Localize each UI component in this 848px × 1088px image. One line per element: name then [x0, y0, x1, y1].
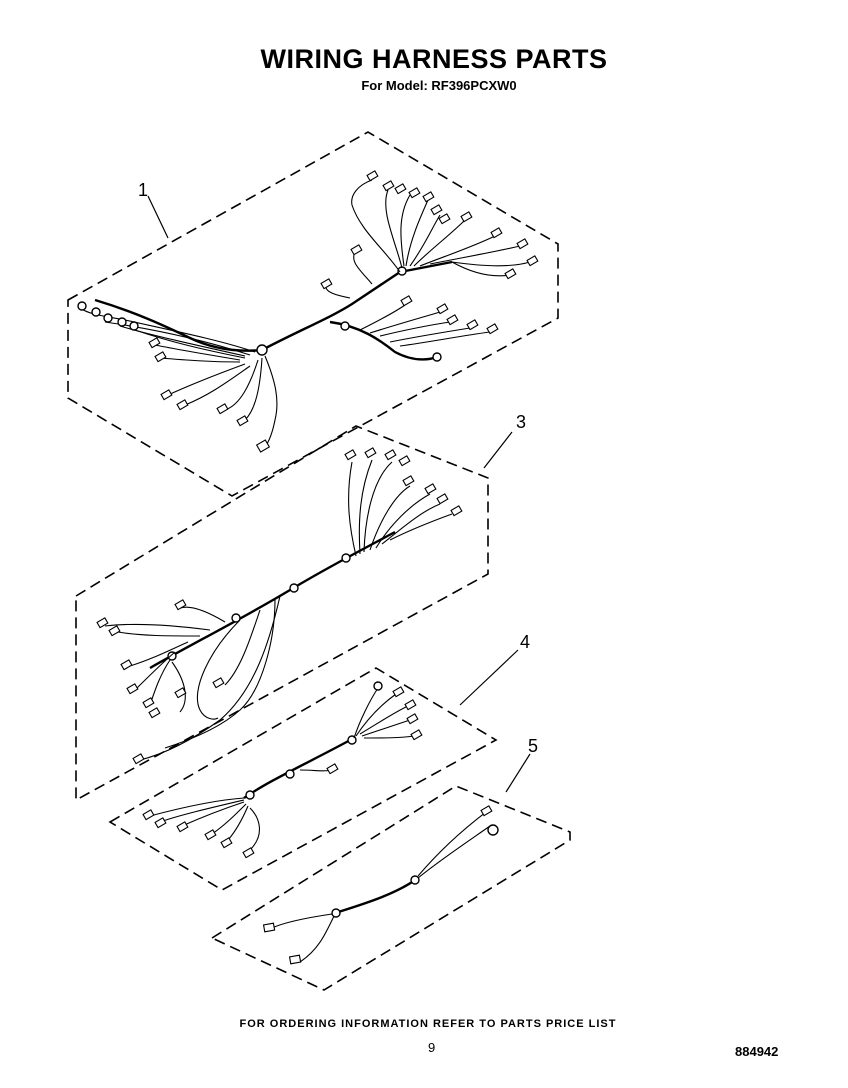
- panel-part-4: [108, 667, 498, 891]
- leader-line-part-4: [459, 649, 519, 706]
- page-number: 9: [428, 1040, 436, 1055]
- ordering-note: FOR ORDERING INFORMATION REFER TO PARTS …: [239, 1018, 617, 1030]
- harness-part-1: [67, 131, 559, 497]
- document-number: 884942: [735, 1044, 779, 1059]
- harness-part-5: [210, 753, 571, 991]
- callout-part-5: 5: [528, 736, 539, 756]
- panel-part-1: [67, 131, 559, 497]
- panel-part-5: [210, 785, 571, 991]
- leader-line-part-1: [147, 195, 169, 239]
- leader-line-part-5: [505, 753, 531, 793]
- callout-part-1: 1: [138, 180, 149, 200]
- harness-part-3: [75, 425, 513, 802]
- panel-part-3: [75, 425, 489, 802]
- callout-part-4: 4: [520, 632, 531, 652]
- callout-part-3: 3: [516, 412, 527, 432]
- harness-part-4: [108, 649, 519, 891]
- page-title: WIRING HARNESS PARTS: [260, 44, 608, 74]
- leader-line-part-3: [483, 431, 513, 469]
- model-subtitle: For Model: RF396PCXW0: [361, 78, 517, 93]
